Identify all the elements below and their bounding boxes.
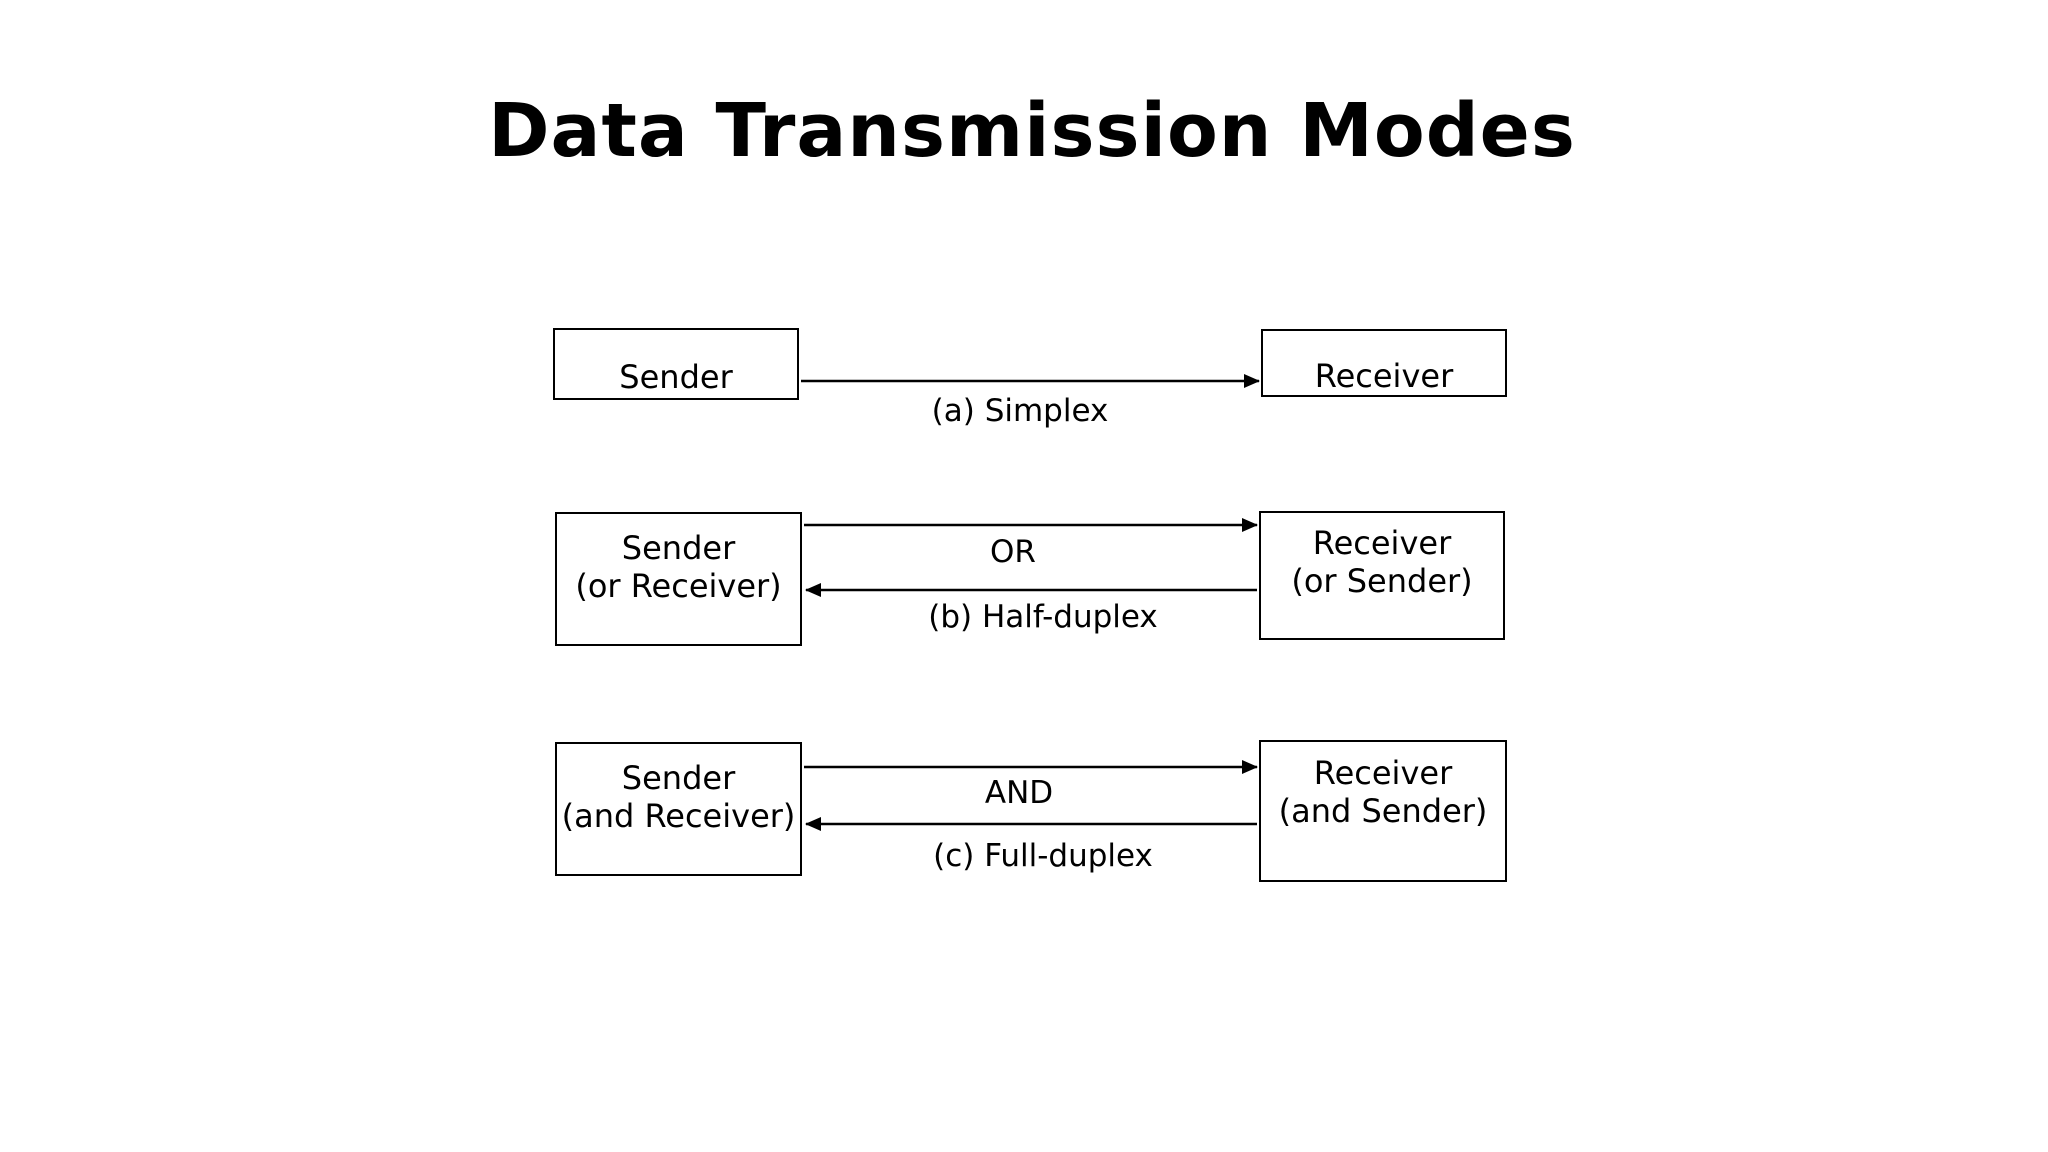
simplex-caption: (a) Simplex (931, 393, 1109, 429)
full-duplex-sender-label-line1: Sender (621, 759, 736, 797)
half-duplex-sender-label-line2: (or Receiver) (575, 567, 782, 605)
full-duplex-receiver-box: Receiver (and Sender) (1259, 740, 1507, 882)
full-duplex-sender-label-line2: (and Receiver) (561, 797, 796, 835)
half-duplex-caption: (b) Half-duplex (928, 599, 1158, 635)
full-duplex-receiver-label-line2: (and Sender) (1278, 792, 1488, 830)
full-duplex-sender-box: Sender (and Receiver) (555, 742, 802, 876)
full-duplex-channel-label: AND (984, 775, 1054, 811)
half-duplex-receiver-box: Receiver (or Sender) (1259, 511, 1505, 640)
half-duplex-receiver-label-line1: Receiver (1312, 523, 1452, 562)
simplex-receiver-label: Receiver (1314, 357, 1454, 395)
simplex-receiver-box: Receiver (1261, 329, 1507, 397)
full-duplex-receiver-label-line1: Receiver (1313, 754, 1453, 792)
half-duplex-sender-box: Sender (or Receiver) (555, 512, 802, 646)
simplex-sender-label: Sender (619, 358, 733, 396)
half-duplex-channel-label: OR (990, 534, 1036, 570)
diagram-title: Data Transmission Modes (488, 88, 1576, 174)
full-duplex-caption: (c) Full-duplex (933, 838, 1153, 874)
half-duplex-receiver-label-line2: (or Sender) (1291, 561, 1473, 600)
simplex-sender-box: Sender (553, 328, 799, 400)
half-duplex-sender-label-line1: Sender (621, 529, 736, 567)
